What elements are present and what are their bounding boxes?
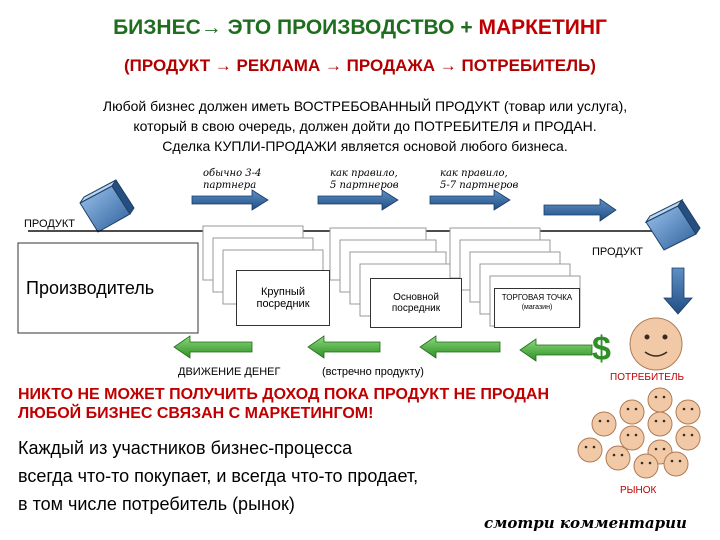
producer-box — [17, 242, 199, 334]
money-flow-label: ДВИЖЕНИЕ ДЕНЕГ — [178, 366, 281, 378]
product-arrow-4-icon — [543, 198, 617, 222]
product-cube-right-icon — [644, 198, 701, 251]
trade-point-label: ТОРГОВАЯ ТОЧКА — [501, 293, 573, 302]
intro-line-2: который в свою очередь, должен дойти до … — [133, 118, 597, 134]
shop-label: (магазин) — [521, 304, 553, 311]
main-intermediary-label: Основной посредник — [391, 292, 441, 314]
intro-text: Любой бизнес должен иметь ВОСТРЕБОВАННЫЙ… — [40, 96, 690, 156]
large-intermediary-label: Крупный посредник — [256, 286, 310, 310]
title-marketing: МАРКЕТИНГ — [478, 16, 607, 39]
title-business: БИЗНЕС→ ЭТО ПРОИЗВОДСТВО + — [113, 16, 479, 39]
intro-line-1: Любой бизнес должен иметь ВОСТРЕБОВАННЫЙ… — [102, 98, 628, 114]
consumer-face-icon — [629, 317, 683, 371]
partner-note-3: как правило, 5-7 партнеров — [440, 168, 519, 191]
money-arrow-2-icon — [307, 335, 381, 359]
partner-note-1: обычно 3-4 партнера — [203, 168, 262, 191]
product-label-left: ПРОДУКТ — [24, 218, 76, 230]
trade-point-box: ТОРГОВАЯ ТОЧКА (магазин) — [494, 288, 580, 328]
product-cube-left-icon — [79, 179, 135, 233]
money-flow-note: (встречно продукту) — [322, 366, 424, 378]
market-crowd-icon — [577, 387, 701, 479]
main-intermediary-box: Основной посредник — [370, 278, 462, 328]
intro-line-3: Сделка КУПЛИ-ПРОДАЖИ является основой лю… — [162, 138, 568, 154]
partner-note-2: как правило, 5 партнеров — [330, 168, 399, 191]
money-arrow-4-icon — [519, 338, 593, 362]
page-subtitle: (ПРОДУКТ → РЕКЛАМА → ПРОДАЖА → ПОТРЕБИТЕ… — [124, 56, 596, 75]
market-label: РЫНОК — [620, 485, 657, 496]
body-line-3: в том числе потребитель (рынок) — [18, 494, 295, 514]
page-title: БИЗНЕС→ ЭТО ПРОИЗВОДСТВО + МАРКЕТИНГ — [0, 16, 720, 40]
dollar-icon: $ — [592, 330, 611, 368]
product-arrow-1-icon — [191, 189, 269, 211]
large-intermediary-box: Крупный посредник — [236, 270, 330, 326]
down-arrow-icon — [663, 267, 693, 315]
conclusion-line-2: ЛЮБОЙ БИЗНЕС СВЯЗАН С МАРКЕТИНГОМ! — [18, 405, 374, 422]
body-line-1: Каждый из участников бизнес-процесса — [18, 438, 353, 458]
body-line-2: всегда что-то покупает, и всегда что-то … — [18, 466, 419, 486]
product-label-right: ПРОДУКТ — [592, 246, 644, 258]
conclusion-line-1: НИКТО НЕ МОЖЕТ ПОЛУЧИТЬ ДОХОД ПОКА ПРОДУ… — [18, 386, 550, 403]
consumer-label: ПОТРЕБИТЕЛЬ — [610, 372, 685, 383]
money-arrow-3-icon — [419, 335, 501, 359]
see-comments-text: смотри комментарии — [484, 514, 687, 532]
product-arrow-3-icon — [429, 189, 511, 211]
producer-label: Производитель — [26, 278, 155, 298]
money-arrow-1-icon — [173, 335, 253, 359]
product-arrow-2-icon — [317, 189, 399, 211]
